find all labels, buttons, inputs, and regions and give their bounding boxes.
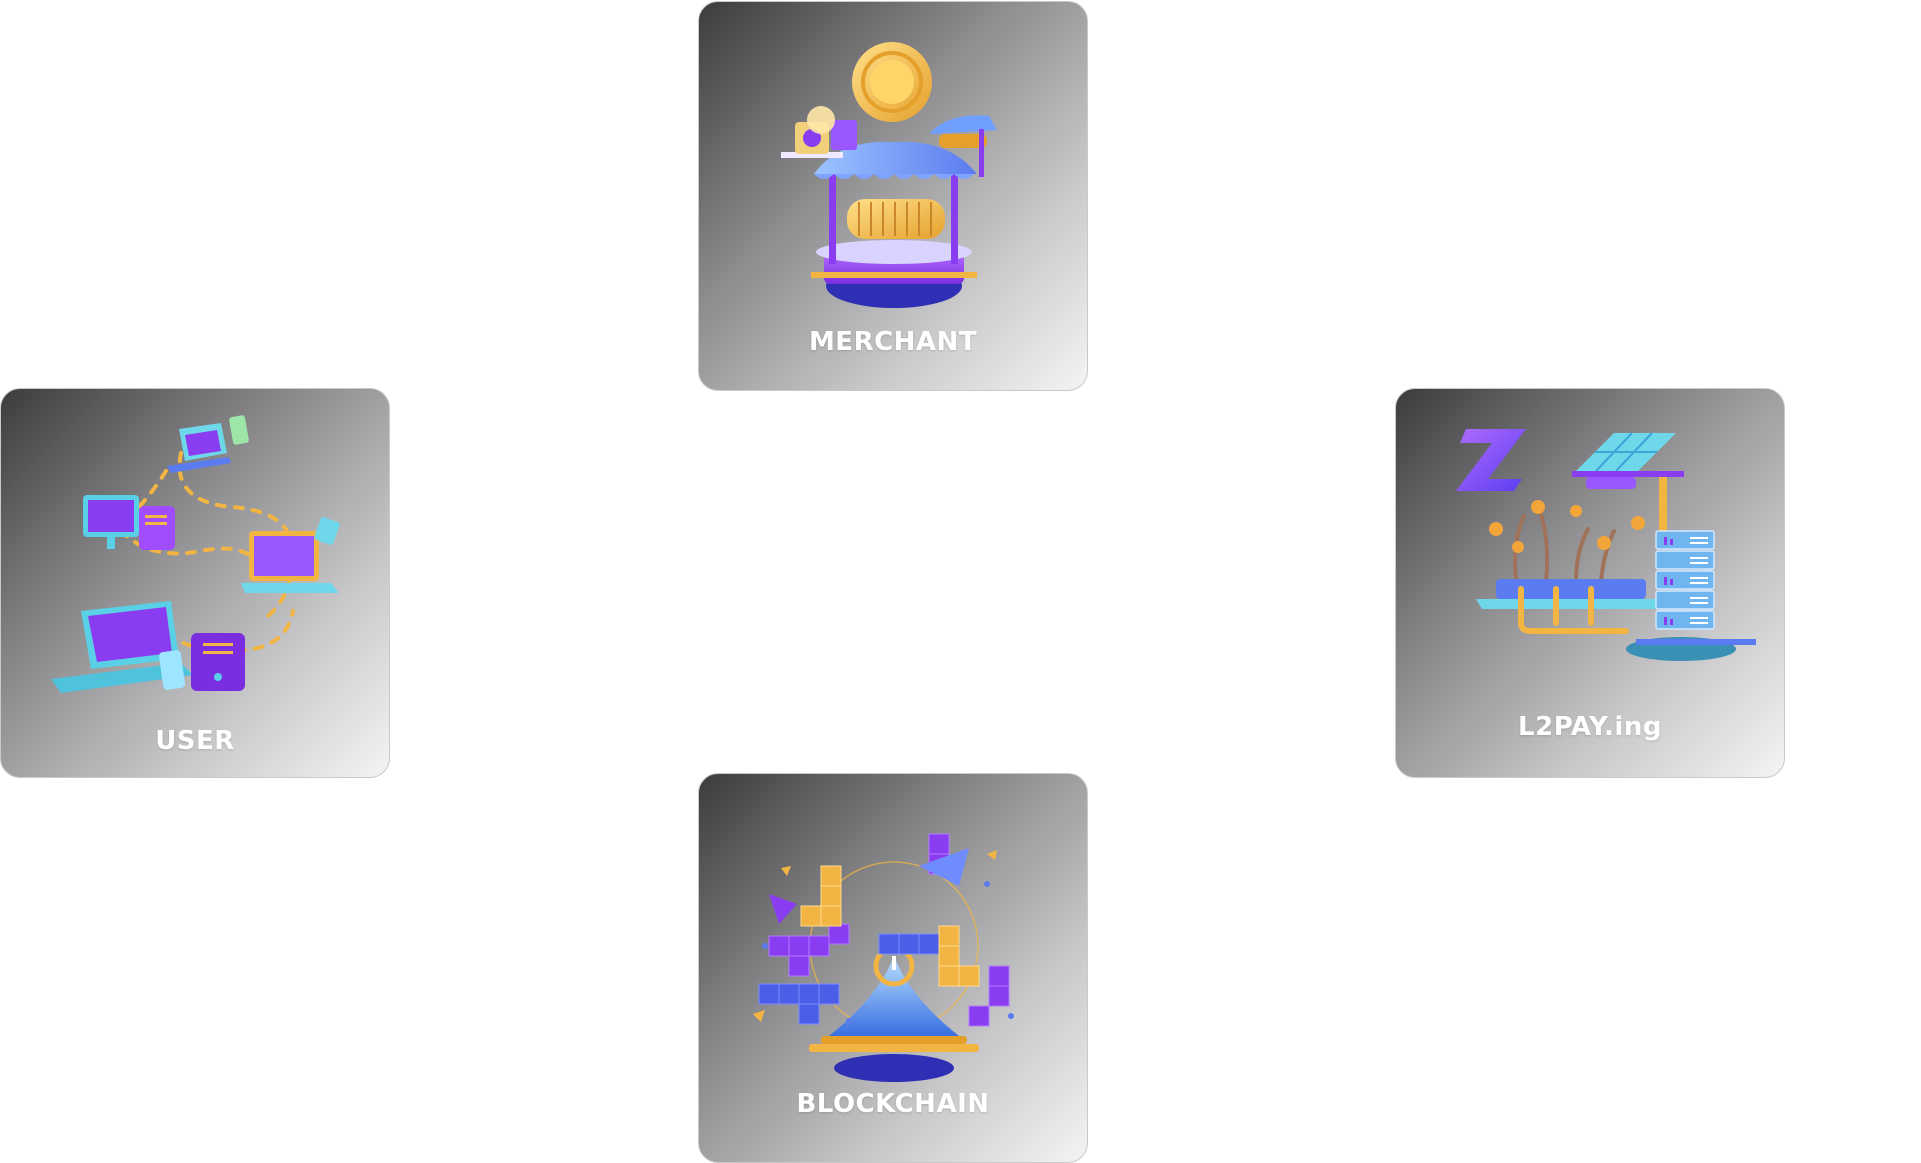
l2pay-card[interactable]: L2PAY.ing xyxy=(1395,388,1785,778)
blockchain-label: BLOCKCHAIN xyxy=(796,1089,990,1119)
blockchain-card[interactable]: BLOCKCHAIN xyxy=(698,773,1088,1163)
user-card[interactable]: USER xyxy=(0,388,390,778)
merchant-label: MERCHANT xyxy=(808,327,978,357)
user-label: USER xyxy=(155,726,235,756)
server-solar-plant-icon xyxy=(1456,429,1756,661)
blocks-portal-icon xyxy=(753,833,1014,1082)
market-stall-coin-icon xyxy=(781,42,997,308)
l2pay-label: L2PAY.ing xyxy=(1518,712,1662,742)
connected-devices-icon xyxy=(51,415,340,693)
merchant-card[interactable]: MERCHANT xyxy=(698,1,1088,391)
